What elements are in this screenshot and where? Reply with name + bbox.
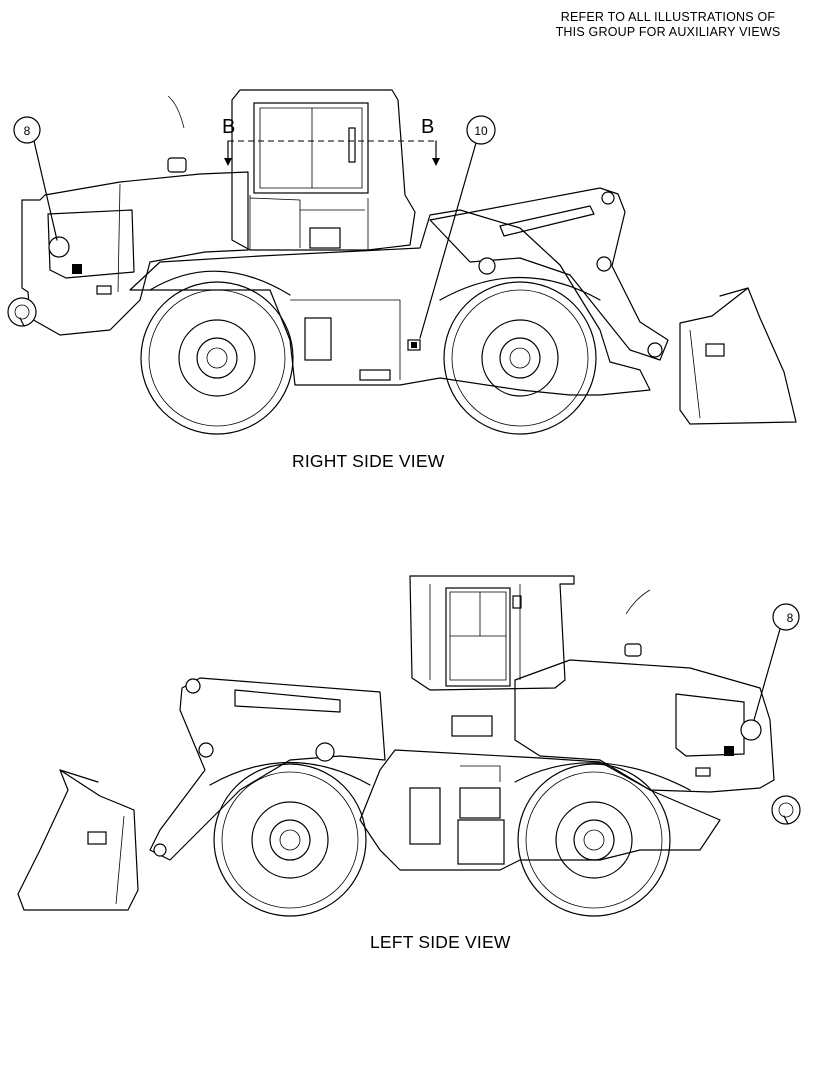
engine-hood — [514, 659, 775, 793]
front-fender — [209, 761, 371, 786]
callout-8 — [13, 116, 58, 241]
callout-8 — [753, 603, 800, 721]
left-side-view-caption: LEFT SIDE VIEW — [370, 932, 511, 952]
rear-wheel — [517, 763, 671, 917]
exhaust-stack — [167, 157, 187, 173]
callout-8-label: 8 — [787, 611, 794, 625]
bucket — [17, 769, 139, 911]
decal-patch — [72, 264, 82, 274]
callout-10 — [419, 115, 496, 339]
machine-frame — [359, 749, 721, 871]
reference-note-line-2: THIS GROUP FOR AUXILIARY VIEWS — [555, 25, 781, 39]
rear-lamp — [771, 795, 801, 825]
front-wheel — [443, 281, 597, 435]
loader-arm — [149, 677, 386, 861]
callout-10-label: 10 — [474, 124, 488, 138]
section-marker-left: B — [222, 116, 235, 138]
right-side-view-caption: RIGHT SIDE VIEW — [292, 451, 445, 471]
section-line — [224, 140, 440, 166]
section-marker-right: B — [421, 116, 434, 138]
loader-arm — [429, 187, 669, 361]
decal-location-8 — [48, 236, 70, 258]
antenna — [625, 589, 651, 615]
reference-note-line-1: REFER TO ALL ILLUSTRATIONS OF — [560, 10, 776, 24]
exhaust-stack — [624, 643, 642, 657]
rear-wheel — [140, 281, 294, 435]
front-wheel — [213, 763, 367, 917]
front-fender — [439, 276, 601, 301]
operator-cab — [231, 89, 416, 251]
engine-hood — [21, 171, 249, 336]
machine-frame — [129, 209, 651, 396]
rear-fender — [514, 762, 691, 791]
rear-lamp — [7, 297, 37, 327]
left-side-view-drawing: 8 — [17, 575, 801, 917]
right-side-view-drawing: B B — [7, 89, 797, 435]
callout-8-label: 8 — [24, 124, 31, 138]
antenna — [167, 95, 185, 129]
rear-fender — [149, 270, 291, 296]
decal-location-8 — [740, 719, 762, 741]
operator-cab — [409, 575, 575, 737]
bucket — [679, 287, 797, 425]
reference-note: REFER TO ALL ILLUSTRATIONS OF THIS GROUP… — [538, 10, 798, 40]
